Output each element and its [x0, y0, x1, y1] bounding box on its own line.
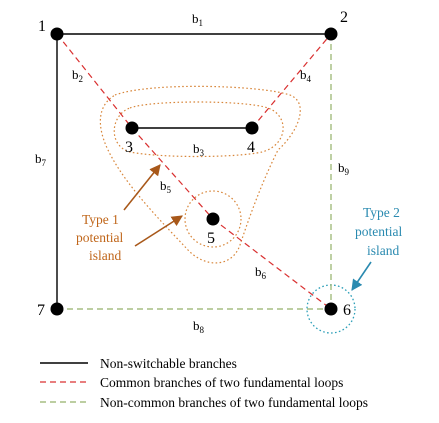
type1-arrow-upper	[123, 164, 161, 211]
legend-noncommon-label: Non-common branches of two fundamental l…	[100, 395, 368, 410]
branch-b2	[56, 33, 133, 129]
type1-arrow-lower	[134, 215, 183, 247]
node-6-dot	[324, 302, 338, 316]
branch-b9-label: b9	[338, 160, 350, 177]
node-6-label: 6	[343, 302, 351, 319]
type1-island-outer-boundary	[99, 85, 301, 264]
node-1-dot	[50, 27, 64, 41]
type1-island-node5-boundary	[184, 190, 242, 248]
branch-b8-label: b8	[193, 318, 205, 335]
node-5-label: 5	[207, 230, 215, 247]
branch-b5-label: b5	[160, 178, 172, 195]
node-1-label: 1	[38, 18, 46, 35]
branch-b2-label: b2	[72, 67, 83, 84]
legend-solid-label: Non-switchable branches	[100, 356, 237, 371]
node-4-label: 4	[247, 139, 255, 156]
node-7-dot	[50, 302, 64, 316]
type2-label-line3: island	[367, 243, 399, 258]
type1-label-line1: Type 1	[82, 212, 119, 227]
branch-b4	[251, 33, 332, 129]
type1-label-line2: potential	[76, 230, 123, 245]
node-4-dot	[245, 121, 259, 135]
type1-label-line3: island	[89, 248, 121, 263]
branch-b5	[131, 127, 214, 220]
legend-common-label: Common branches of two fundamental loops	[100, 375, 343, 390]
type2-label-line1: Type 2	[363, 205, 400, 220]
branch-b4-label: b4	[300, 67, 312, 84]
branch-b3-label: b3	[193, 141, 205, 158]
type2-label-line2: potential	[355, 224, 402, 239]
node-3-label: 3	[125, 139, 133, 156]
branch-b1-label: b1	[192, 11, 203, 28]
branch-b7-label: b7	[35, 151, 47, 168]
node-5-dot	[206, 212, 220, 226]
node-7-label: 7	[37, 302, 45, 319]
node-2-dot	[324, 27, 338, 41]
node-3-dot	[125, 121, 139, 135]
branch-b6	[212, 218, 332, 310]
node-2-label: 2	[340, 9, 348, 26]
branch-b6-label: b6	[255, 264, 267, 281]
type2-arrow	[351, 261, 372, 291]
